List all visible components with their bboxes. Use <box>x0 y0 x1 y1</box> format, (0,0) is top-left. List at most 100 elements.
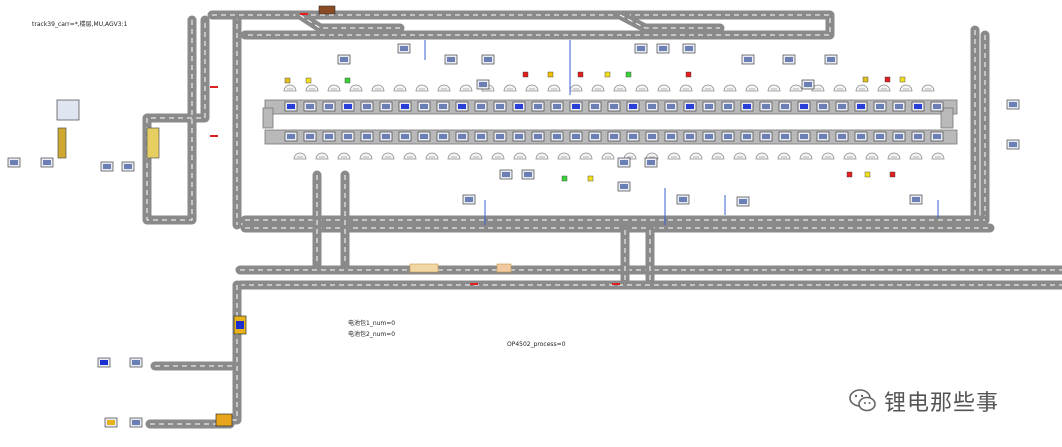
robot-upper <box>745 84 759 92</box>
station-lower <box>553 134 561 139</box>
machine-bottom-7 <box>739 199 747 204</box>
agv-vehicle-2 <box>215 413 233 427</box>
robot-lower <box>623 152 637 160</box>
robot-lower <box>469 152 483 160</box>
machine-bottom-1 <box>524 172 532 177</box>
station-lower <box>344 134 352 139</box>
track-top-branch-1 <box>295 10 405 33</box>
station-upper <box>857 104 865 109</box>
station-lower <box>420 134 428 139</box>
status-marker-13 <box>864 171 871 178</box>
robot-lower <box>909 152 923 160</box>
robot-upper <box>371 84 385 92</box>
station-lower <box>477 134 485 139</box>
robot-lower <box>645 152 659 160</box>
station-lower <box>876 134 884 139</box>
status-marker-9 <box>862 76 869 83</box>
robot-lower <box>777 152 791 160</box>
robot-lower <box>579 152 593 160</box>
machine-bottom-0 <box>502 172 510 177</box>
wechat-icon <box>849 389 876 412</box>
buffer-left <box>103 164 111 169</box>
process-label: OP4502_process=0 <box>507 341 566 348</box>
station-lower <box>933 134 941 139</box>
cell-robot-base <box>56 99 80 121</box>
robot-lower <box>315 152 329 160</box>
robot-upper <box>349 84 363 92</box>
station-lower <box>895 134 903 139</box>
station-upper <box>819 104 827 109</box>
station-upper <box>363 104 371 109</box>
robot-upper <box>393 84 407 92</box>
lower-buffer-1 <box>409 263 439 273</box>
robot-upper <box>679 84 693 92</box>
machine-top-8 <box>744 57 752 62</box>
station-lower <box>705 134 713 139</box>
feeder-left <box>10 160 18 165</box>
station-upper <box>496 104 504 109</box>
robot-lower <box>359 152 373 160</box>
station-lower <box>382 134 390 139</box>
station-upper <box>781 104 789 109</box>
robot-lower <box>403 152 417 160</box>
station-upper <box>876 104 884 109</box>
robot-upper <box>415 84 429 92</box>
robot-lower <box>689 152 703 160</box>
track-top-branch-2-centerline <box>619 14 720 29</box>
station-lower <box>287 134 295 139</box>
robot-upper <box>789 84 803 92</box>
track-info-label: track39_carr=*,楼层,MU,AGV3:1 <box>32 21 128 28</box>
station-lower <box>686 134 694 139</box>
conveyor-turn-right <box>940 107 954 129</box>
machine-bottom-5 <box>620 184 628 189</box>
robot-lower <box>799 152 813 160</box>
track-left-loop-centerline <box>146 20 206 221</box>
station-lower <box>914 134 922 139</box>
machine-top-5 <box>637 46 645 51</box>
station-upper <box>686 104 694 109</box>
robot-upper <box>833 84 847 92</box>
machine-top-11 <box>804 82 812 87</box>
station-upper <box>629 104 637 109</box>
robot-upper <box>525 84 539 92</box>
status-marker-3 <box>522 71 529 78</box>
robot-lower <box>293 152 307 160</box>
status-marker-11 <box>899 76 906 83</box>
robot-lower <box>491 152 505 160</box>
robot-upper <box>283 84 297 92</box>
storage-rack <box>318 5 336 15</box>
station-upper <box>420 104 428 109</box>
robot-upper <box>437 84 451 92</box>
station-upper <box>287 104 295 109</box>
watermark: 锂电那些事 <box>848 385 999 417</box>
robot-lower <box>821 152 835 160</box>
machine-top-4 <box>479 82 487 87</box>
station-lower <box>591 134 599 139</box>
machine-bottom-10 <box>1009 142 1017 147</box>
station-lower <box>458 134 466 139</box>
machine-top-6 <box>659 46 667 51</box>
machine-top-9 <box>785 57 793 62</box>
station-upper <box>515 104 523 109</box>
station-upper <box>572 104 580 109</box>
status-marker-4 <box>547 71 554 78</box>
station-upper <box>534 104 542 109</box>
status-marker-8 <box>685 71 692 78</box>
robot-upper <box>921 84 935 92</box>
machine-top-10 <box>827 57 835 62</box>
robot-lower <box>667 152 681 160</box>
robot-upper <box>613 84 627 92</box>
robot-lower <box>843 152 857 160</box>
dock-station-3 <box>107 420 115 425</box>
robot-lower <box>381 152 395 160</box>
station-lower <box>819 134 827 139</box>
station-lower <box>667 134 675 139</box>
machine-bottom-6 <box>679 197 687 202</box>
station-upper <box>914 104 922 109</box>
status-marker-7 <box>625 71 632 78</box>
car-count-label-2: 电池包2_num=0 <box>348 331 396 338</box>
machine-top-7 <box>685 46 693 51</box>
track-top-loop-centerline <box>212 14 831 36</box>
robot-upper <box>855 84 869 92</box>
